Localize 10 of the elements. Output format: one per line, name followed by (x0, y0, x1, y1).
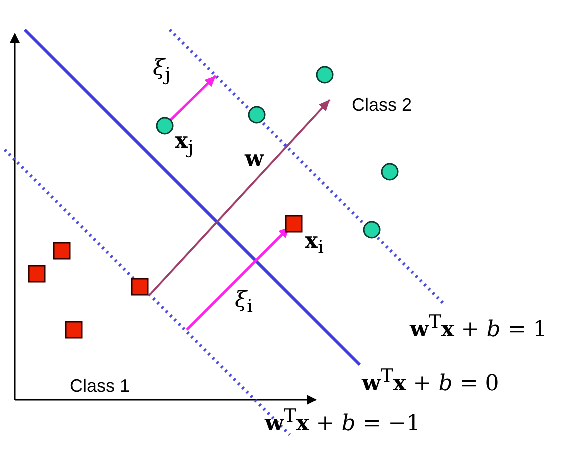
point-label: x$_{i}$ (305, 230, 324, 258)
point-label: x$_{j}$ (175, 130, 194, 158)
class-label: Class 2 (352, 96, 412, 114)
slack-label: ξ$_{i}$ (235, 290, 253, 317)
class-label: Class 1 (70, 377, 130, 395)
formula-label: w$^{T}$x + b = 0 (362, 368, 500, 396)
formula-label: w$^{T}$x + b = 1 (410, 314, 548, 342)
vector-label: w (245, 148, 264, 171)
formula-label: w$^{T}$x + b = −1 (265, 408, 421, 436)
slack-label: ξ$_{j}$ (153, 58, 171, 85)
